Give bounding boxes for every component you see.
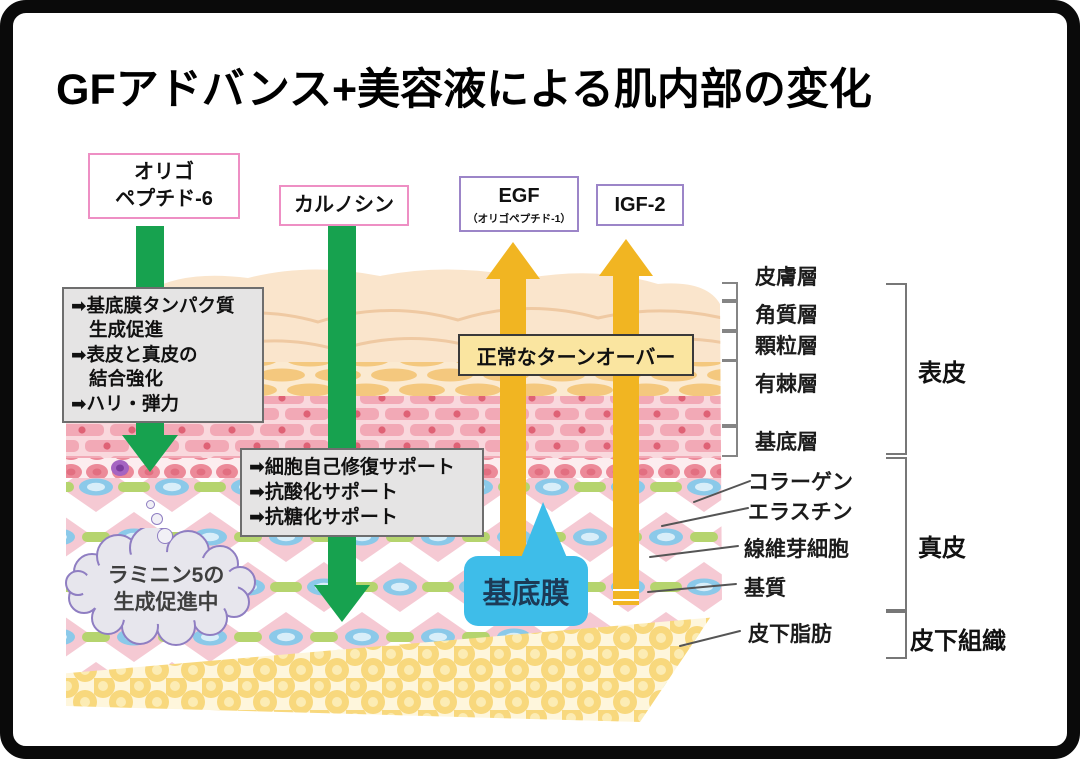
ingredient-label: カルノシン [294, 194, 394, 216]
thought-trail-bubble [146, 500, 155, 509]
ingredient-label: EGF [498, 184, 540, 207]
ingredient-box-carnosine: カルノシン [279, 185, 409, 226]
layer-label-matrix: 基質 [744, 577, 786, 600]
ingredient-label: ペプチド-6 [115, 188, 213, 210]
layer-label-fibroblast: 線維芽細胞 [744, 538, 849, 561]
page-title: GFアドバンス+美容液による肌内部の変化 [56, 66, 872, 114]
layer-label-subcutaneous-fat: 皮下脂肪 [748, 623, 832, 646]
bracket-karyuso [722, 331, 738, 361]
laminin-cloud-text: ラミニン5の 生成促進中 [80, 562, 252, 617]
layer-label-stratum-corneum: 角質層 [755, 304, 818, 327]
laminin-line: 生成促進中 [113, 591, 219, 615]
section-label-subcutaneous-tissue: 皮下組織 [910, 628, 1006, 655]
arrow-head-down-icon [314, 585, 370, 622]
effect-line: ➡抗糖化サポート [249, 507, 398, 529]
arrow-base-marks [613, 589, 639, 601]
arrow-head-down-icon [122, 435, 178, 472]
bracket-yukyokuso [722, 360, 738, 426]
arrow-head-up-icon [599, 239, 653, 276]
effect-line: ➡細胞自己修復サポート [249, 457, 455, 478]
ingredient-box-oligopeptide-6: オリゴ ペプチド-6 [88, 153, 240, 219]
section-label-epidermis: 表皮 [918, 360, 966, 387]
ingredient-box-egf: EGF （オリゴペプチド-1） [459, 176, 579, 232]
ingredient-label: IGF-2 [614, 193, 666, 216]
effect-line: ➡表皮と真皮の [71, 343, 198, 365]
laminin-line: ラミニン5の [107, 564, 225, 587]
label-leader-lines [647, 480, 751, 647]
carnosine-effect-arrow [314, 226, 370, 622]
layer-label-basal-layer: 基底層 [755, 431, 818, 454]
layer-label-spinous-layer: 有棘層 [755, 373, 818, 396]
igf2-turnover-arrow [599, 239, 653, 605]
effect-line: 結合強化 [89, 368, 164, 390]
layer-label-elastin: エラスチン [748, 501, 853, 524]
section-label-dermis: 真皮 [918, 535, 966, 562]
carnosine-effects-box: ➡細胞自己修復サポート ➡抗酸化サポート ➡抗糖化サポート [240, 448, 484, 538]
bracket-hifuso [722, 282, 738, 301]
bracket-epidermis [886, 283, 907, 455]
layer-label-collagen: コラーゲン [748, 471, 853, 494]
turnover-label: 正常なターンオーバー [458, 334, 694, 376]
effect-line: ➡ハリ・弾力 [71, 392, 180, 414]
ingredient-box-igf-2: IGF-2 [596, 184, 684, 226]
effect-line: ➡抗酸化サポート [249, 482, 398, 504]
bracket-dermis [886, 457, 907, 611]
ingredient-label: オリゴ [134, 161, 194, 183]
oligopeptide6-effects-box: ➡基底膜タンパク質 生成促進 ➡表皮と真皮の 結合強化 ➡ハリ・弾力 [62, 287, 264, 424]
effect-line: 生成促進 [89, 319, 164, 341]
ingredient-sublabel: （オリゴペプチド-1） [467, 212, 571, 225]
arrow-shaft [613, 275, 639, 605]
effect-line: ➡基底膜タンパク質 [71, 295, 235, 316]
basement-membrane-bubble: 基底膜 [464, 556, 588, 626]
bracket-kakushitsuso [722, 301, 738, 331]
layer-label-skin-layer: 皮膚層 [755, 266, 818, 289]
thought-trail-bubble [151, 513, 163, 525]
bracket-subcutaneous [886, 611, 907, 659]
arrow-shaft [500, 278, 526, 600]
laminin-thought-cloud [65, 528, 256, 646]
arrow-head-up-icon [486, 242, 540, 279]
thought-trail-bubble [157, 528, 173, 544]
layer-label-granular-layer: 顆粒層 [755, 335, 818, 358]
bracket-kiteiso [722, 426, 738, 457]
